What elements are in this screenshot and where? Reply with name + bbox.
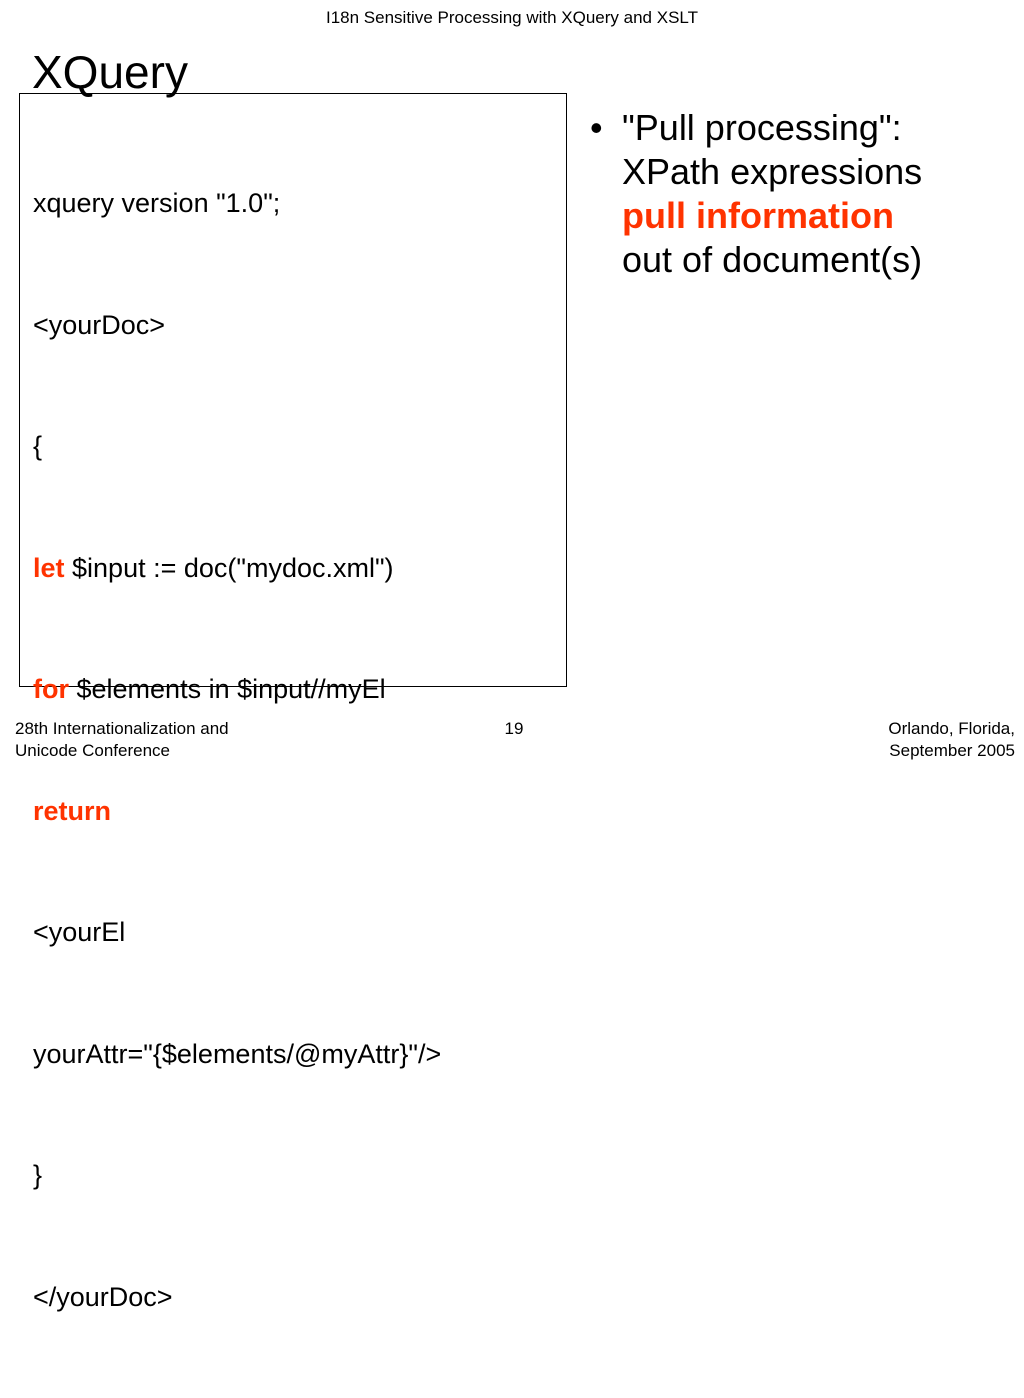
code-line-3: { — [33, 431, 43, 461]
footer-location: Orlando, Florida, September 2005 — [888, 718, 1015, 762]
code-line-8: yourAttr="{$elements/@myAttr}"/> — [33, 1038, 442, 1069]
bullet-line-1: "Pull processing": — [622, 107, 902, 148]
code-line-7: <yourEl — [33, 917, 126, 947]
footer-conference: 28th Internationalization and Unicode Co… — [15, 718, 229, 762]
bullet-item: • "Pull processing": XPath expressions p… — [590, 106, 1010, 282]
code-line-4-rest: $input := doc("mydoc.xml") — [64, 552, 394, 583]
slide-title: XQuery — [32, 46, 188, 98]
code-box: xquery version "1.0"; <yourDoc> { let $i… — [19, 93, 567, 1312]
footer-right-line-1: Orlando, Florida, — [888, 719, 1015, 738]
code-line-1: xquery version "1.0"; — [33, 188, 281, 218]
code-line-9: } — [33, 1160, 43, 1190]
footer-left-line-1: 28th Internationalization and — [15, 719, 229, 738]
header-text: I18n Sensitive Processing with XQuery an… — [326, 8, 698, 27]
page-number: 19 — [504, 719, 524, 738]
bullet-icon: • — [590, 107, 603, 148]
bullet-line-4: out of document(s) — [622, 239, 923, 280]
keyword-for: for — [33, 674, 69, 704]
bullet-line-2: XPath expressions — [622, 151, 923, 192]
code-line-5: for $elements in $input//myEl — [33, 669, 441, 710]
bullet-list: • "Pull processing": XPath expressions p… — [590, 106, 1010, 282]
footer-left-line-2: Unicode Conference — [15, 741, 170, 760]
code-line-6: return — [33, 791, 441, 832]
code-line-2: <yourDoc> — [33, 309, 166, 340]
code-line-5-rest: $elements in $input//myEl — [69, 674, 386, 704]
keyword-return: return — [33, 795, 112, 826]
keyword-let: let — [33, 552, 65, 583]
code-line-4: let $input := doc("mydoc.xml") — [33, 548, 441, 589]
code-line-10: </yourDoc> — [33, 1281, 173, 1312]
bullet-highlight: pull information — [622, 195, 894, 236]
footer-right-line-2: September 2005 — [889, 741, 1015, 760]
